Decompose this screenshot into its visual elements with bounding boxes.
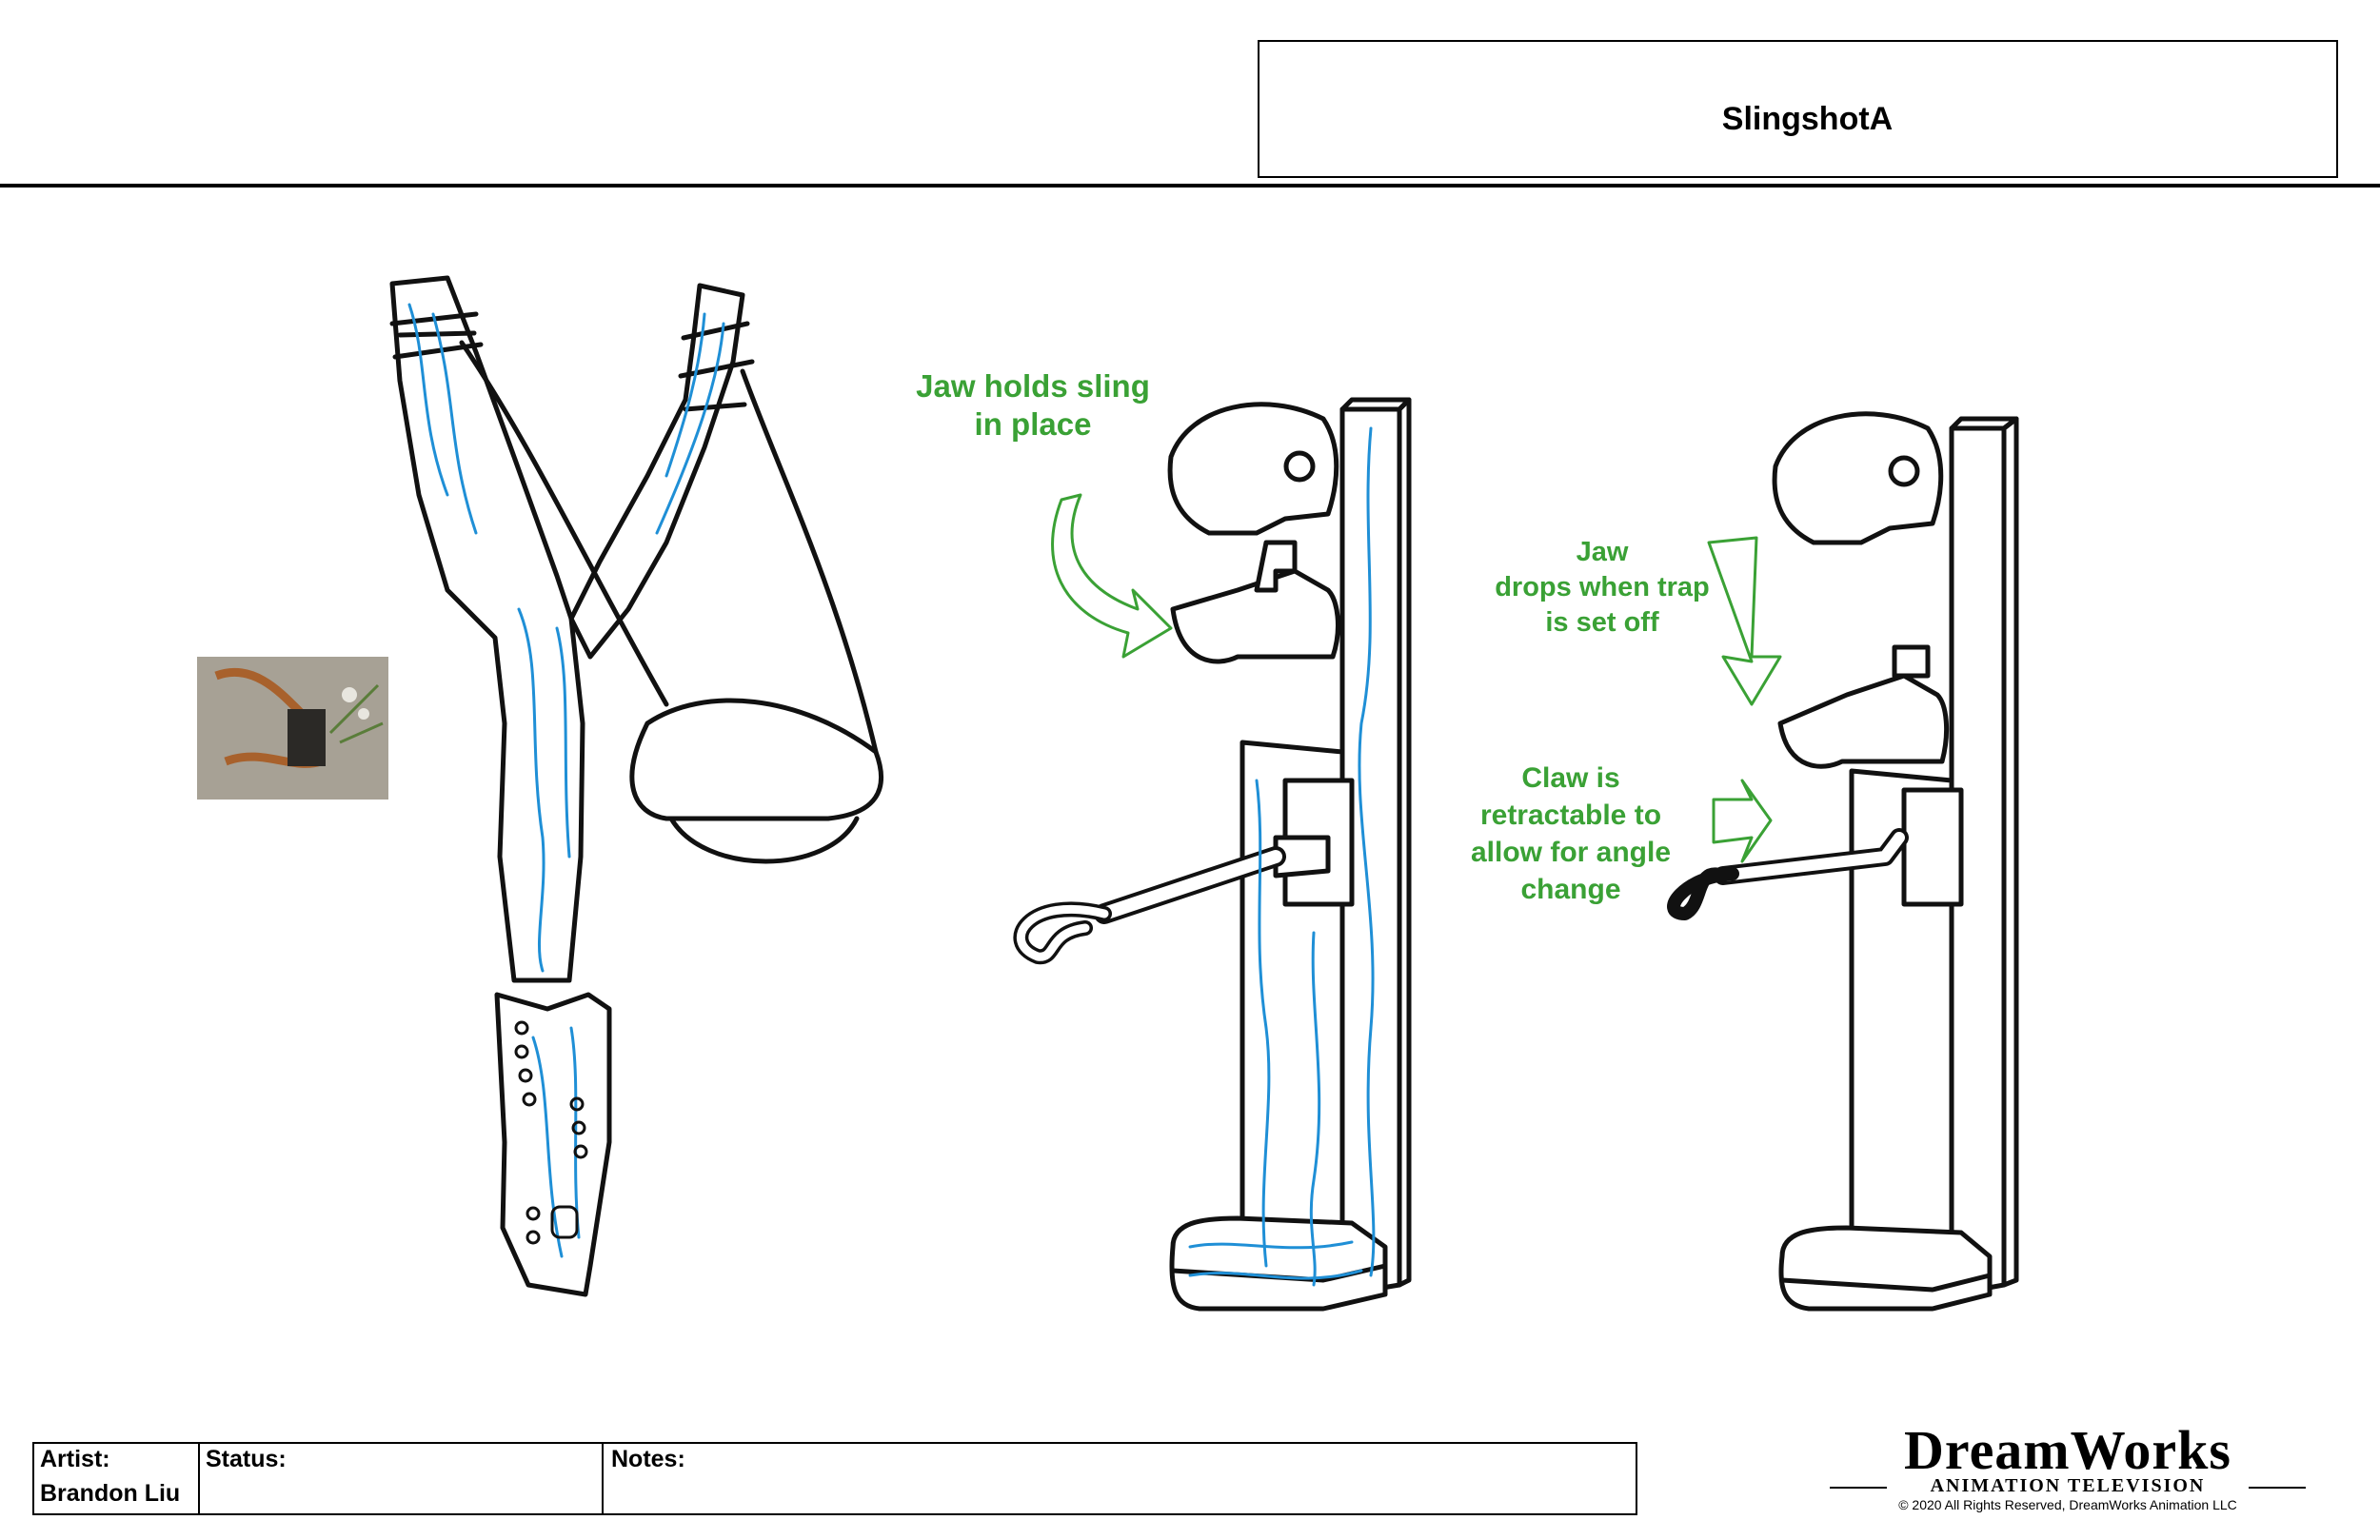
notes-label: Notes: bbox=[611, 1446, 685, 1472]
info-table: Artist: Brandon Liu Status: Notes: bbox=[32, 1442, 1637, 1515]
sheet-title: SlingshotA bbox=[1721, 101, 1894, 137]
annotation-claw: Claw is retractable to allow for angle c… bbox=[1470, 762, 1672, 905]
slingshot-drawing bbox=[389, 275, 884, 1297]
table-divider bbox=[198, 1444, 200, 1513]
reference-photo bbox=[197, 657, 388, 800]
table-divider bbox=[602, 1444, 604, 1513]
header-divider bbox=[0, 184, 2380, 188]
status-label: Status: bbox=[206, 1446, 287, 1472]
annotation-jaw-drops: Jaw drops when trap is set off bbox=[1495, 537, 1710, 638]
logo-wordmark: DreamWorks bbox=[1903, 1419, 2231, 1481]
logo-subtitle: ANIMATION TELEVISION bbox=[1930, 1475, 2206, 1496]
copyright-text: © 2020 All Rights Reserved, DreamWorks A… bbox=[1898, 1497, 2237, 1512]
trap-closed-drawing bbox=[1013, 397, 1412, 1312]
artist-label: Artist: bbox=[40, 1446, 110, 1472]
dreamworks-logo: DreamWorks ANIMATION TELEVISION bbox=[1820, 1418, 2315, 1523]
trap-open-drawing bbox=[1667, 411, 2019, 1312]
logo-rule-left bbox=[1830, 1487, 1887, 1489]
logo-rule-right bbox=[2249, 1487, 2306, 1489]
title-box: SlingshotA bbox=[1258, 40, 2338, 178]
artist-value: Brandon Liu bbox=[40, 1480, 181, 1507]
annotation-jaw-holds: Jaw holds sling in place bbox=[916, 368, 1150, 442]
